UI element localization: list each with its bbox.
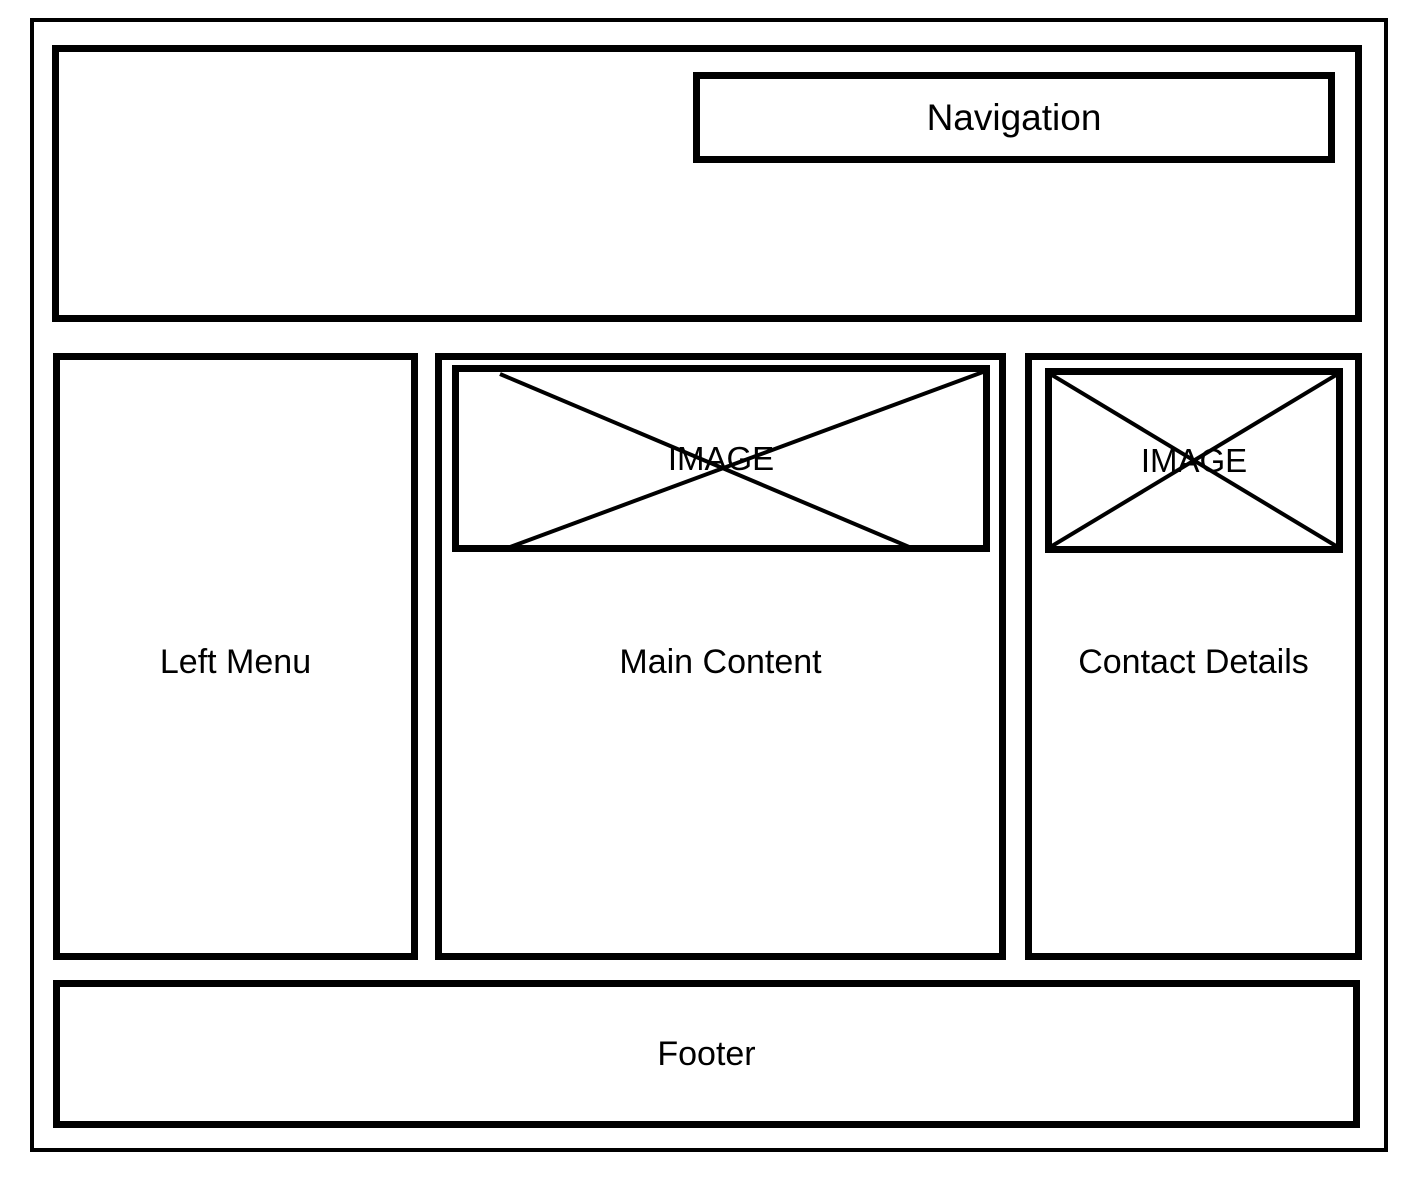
image-placeholder-x-icon: [459, 372, 983, 545]
footer-label: Footer: [657, 1035, 756, 1073]
main-content-label: Main Content: [619, 643, 822, 681]
image-placeholder-x-icon: [1052, 375, 1336, 546]
contact-details-image-placeholder[interactable]: IMAGE: [1045, 368, 1343, 553]
main-content-image-placeholder[interactable]: IMAGE: [452, 365, 990, 552]
left-menu-label: Left Menu: [159, 643, 312, 681]
navigation-box[interactable]: Navigation: [693, 72, 1335, 163]
contact-details-label: Contact Details: [1078, 643, 1309, 681]
navigation-label: Navigation: [926, 97, 1102, 138]
left-menu-panel[interactable]: [53, 353, 418, 960]
footer-region[interactable]: Footer: [53, 980, 1360, 1128]
